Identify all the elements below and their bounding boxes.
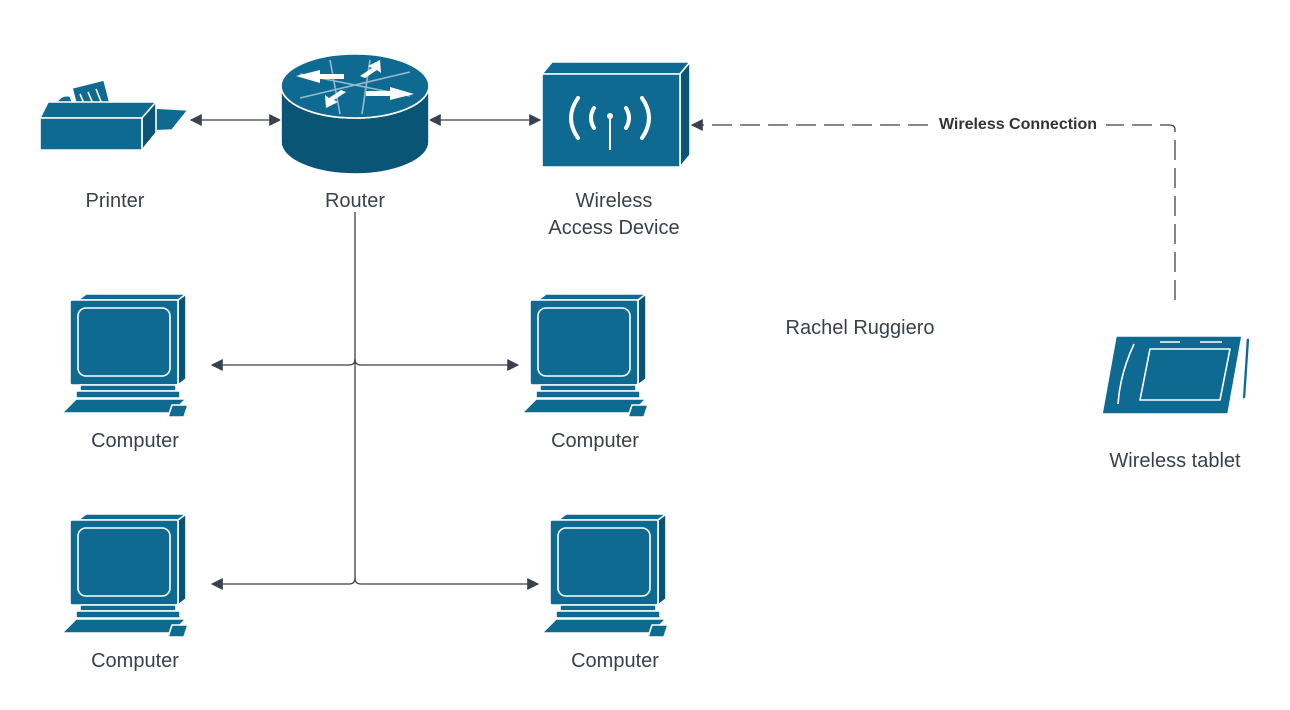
wireless-access-point-icon [541,61,691,168]
tablet-label: Wireless tablet [1109,450,1241,472]
computer-top-left-label: Computer [91,430,179,452]
wireless-connection-link: Wireless Connection [690,113,1176,300]
computer-bottom-left-label: Computer [91,650,179,672]
computer-icon [61,513,212,638]
printer-icon [39,79,189,151]
router-icon [280,53,430,175]
printer-label: Printer [86,190,145,212]
computer-icon [541,513,692,638]
router-computers-trunk [210,212,540,590]
computer-top-right-label: Computer [551,430,639,452]
router-label: Router [325,190,385,212]
author-name: Rachel Ruggiero [786,317,935,339]
wireless-connection-label: Wireless Connection [939,116,1097,133]
computer-icon [521,293,672,418]
computer-icon [61,293,212,418]
computer-bottom-right-label: Computer [571,650,659,672]
tablet-icon [1101,335,1251,415]
access-device-label-line1: Wireless [576,190,653,212]
access-device-label-line2: Access Device [548,217,679,239]
